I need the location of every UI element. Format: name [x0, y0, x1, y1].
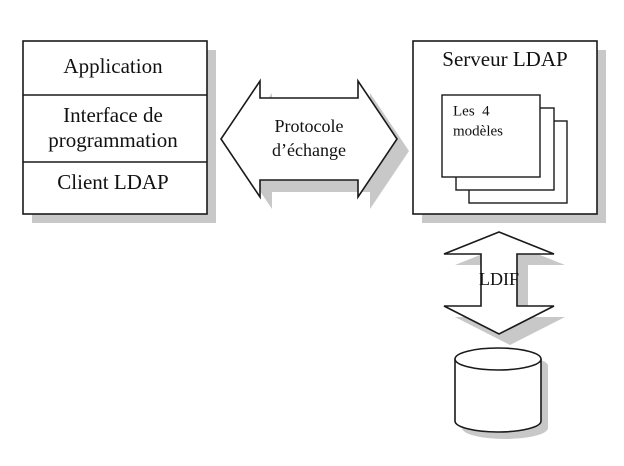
- protocol-arrow-shape: [220, 78, 398, 200]
- ldif-double-arrow: LDIF: [443, 231, 565, 345]
- api-layer-label-line2: programmation: [48, 128, 178, 152]
- application-layer-label: Application: [63, 54, 163, 78]
- protocol-arrow-label-line2: d’échange: [272, 140, 346, 160]
- models-card-front: [441, 94, 541, 178]
- ldif-arrow-label: LDIF: [479, 269, 519, 289]
- protocol-double-arrow: Protocole d’échange: [220, 78, 409, 209]
- models-stack: Les 4 modèles: [441, 94, 568, 204]
- server-title: Serveur LDAP: [442, 47, 567, 71]
- models-card-label-line1: Les 4: [453, 103, 490, 119]
- api-layer-label-line1: Interface de: [63, 103, 163, 127]
- database-top: [454, 347, 542, 371]
- client-stack: Application Interface de programmation C…: [22, 40, 216, 223]
- client-stack-box: [22, 40, 208, 215]
- client-ldap-layer-label: Client LDAP: [57, 170, 168, 194]
- database-body: [454, 359, 542, 433]
- ldap-server: Serveur LDAP Les 4 modèles: [412, 40, 606, 223]
- protocol-arrow-label-line1: Protocole: [275, 116, 344, 136]
- ldif-arrow-shape: [443, 231, 555, 335]
- database-cylinder-icon: [454, 347, 548, 439]
- models-card-label-line2: modèles: [453, 123, 503, 139]
